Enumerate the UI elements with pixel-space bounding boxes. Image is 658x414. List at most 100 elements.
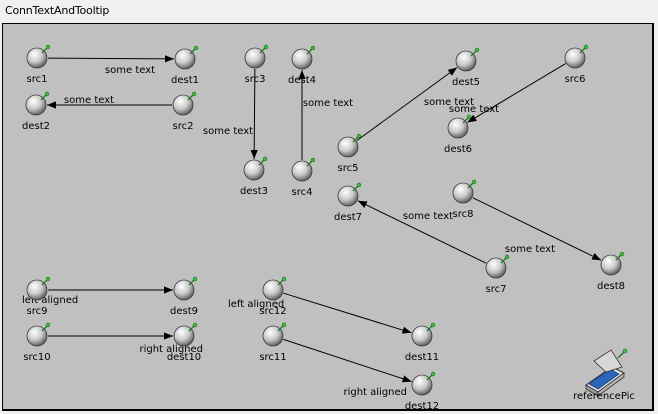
connection-src3-dest3[interactable]: some text bbox=[203, 68, 258, 160]
node-label: dest3 bbox=[240, 186, 268, 197]
connection-src1-dest1[interactable]: some text bbox=[47, 55, 175, 76]
node-dest2[interactable]: dest2 bbox=[22, 91, 50, 132]
pin-icon bbox=[426, 322, 436, 332]
node-src4[interactable]: src4 bbox=[292, 157, 316, 198]
node-dest6[interactable]: dest6 bbox=[444, 114, 472, 155]
node-src2[interactable]: src2 bbox=[173, 91, 197, 132]
connection-src11-dest12[interactable]: right aligned bbox=[283, 338, 412, 398]
node-dest4[interactable]: dest4 bbox=[288, 45, 316, 86]
connection-src5-dest5[interactable]: some text bbox=[356, 67, 474, 141]
pin-icon bbox=[615, 251, 625, 261]
reference-pic-label: referencePic bbox=[573, 391, 635, 402]
pin-icon bbox=[258, 156, 268, 166]
node-dest11[interactable]: dest11 bbox=[405, 322, 439, 363]
connection-line bbox=[472, 197, 602, 261]
connection-text: some text bbox=[303, 98, 353, 109]
node-src7[interactable]: src7 bbox=[486, 254, 510, 295]
node-label: dest5 bbox=[452, 77, 480, 88]
connection-line bbox=[47, 55, 175, 63]
pin-icon bbox=[41, 276, 51, 286]
node-label: dest8 bbox=[597, 281, 625, 292]
connection-src9-dest9[interactable]: left aligned bbox=[22, 286, 173, 306]
connection-text: some text bbox=[449, 104, 499, 115]
node-label: src8 bbox=[453, 209, 474, 220]
connection-text: some text bbox=[403, 211, 453, 222]
connection-text: some text bbox=[105, 65, 155, 76]
pin-icon bbox=[41, 44, 51, 54]
node-src1[interactable]: src1 bbox=[27, 44, 51, 85]
pin-icon bbox=[306, 157, 316, 167]
connection-line bbox=[356, 67, 458, 141]
node-label: dest10 bbox=[167, 352, 201, 363]
node-src8[interactable]: src8 bbox=[453, 179, 477, 220]
pin-icon bbox=[352, 182, 362, 192]
node-label: src12 bbox=[259, 306, 286, 317]
node-label: dest6 bbox=[444, 144, 472, 155]
pin-icon bbox=[617, 348, 628, 359]
node-label: src4 bbox=[292, 187, 313, 198]
connection-src2-dest2[interactable]: some text bbox=[47, 95, 172, 109]
pin-icon bbox=[189, 45, 199, 55]
node-src6[interactable]: src6 bbox=[565, 44, 589, 85]
node-label: dest12 bbox=[405, 401, 439, 412]
node-label: src2 bbox=[173, 121, 194, 132]
node-dest8[interactable]: dest8 bbox=[597, 251, 625, 292]
network-canvas[interactable] bbox=[2, 23, 654, 411]
pin-icon bbox=[40, 91, 50, 101]
node-dest12[interactable]: dest12 bbox=[405, 371, 439, 412]
pin-icon bbox=[467, 179, 477, 189]
connection-src6-dest6[interactable]: some text bbox=[449, 63, 566, 123]
connection-line bbox=[250, 68, 258, 160]
node-src9[interactable]: src9 bbox=[27, 276, 51, 317]
connection-text: right aligned bbox=[343, 387, 407, 398]
node-label: dest11 bbox=[405, 352, 439, 363]
node-label: src9 bbox=[27, 306, 48, 317]
connection-text: some text bbox=[64, 95, 114, 106]
node-src5[interactable]: src5 bbox=[338, 133, 362, 174]
node-dest7[interactable]: dest7 bbox=[334, 182, 362, 223]
node-dest9[interactable]: dest9 bbox=[170, 276, 198, 317]
connection-src4-dest4[interactable]: some text bbox=[298, 70, 353, 160]
connection-text: right aligned bbox=[139, 344, 203, 355]
node-label: src5 bbox=[338, 163, 359, 174]
connection-line bbox=[467, 63, 566, 123]
node-src10[interactable]: src10 bbox=[23, 322, 51, 363]
node-dest1[interactable]: dest1 bbox=[171, 45, 199, 86]
node-label: src11 bbox=[259, 352, 286, 363]
node-label: src1 bbox=[27, 74, 48, 85]
pin-icon bbox=[277, 276, 287, 286]
connection-text: some text bbox=[203, 126, 253, 137]
pin-icon bbox=[41, 322, 51, 332]
node-label: dest7 bbox=[334, 212, 362, 223]
pin-icon bbox=[500, 254, 510, 264]
pin-icon bbox=[259, 44, 269, 54]
window-title: ConnTextAndTooltip bbox=[5, 4, 110, 17]
node-label: src6 bbox=[565, 74, 586, 85]
node-label: src7 bbox=[486, 284, 507, 295]
scanner-icon bbox=[585, 349, 625, 397]
node-label: dest1 bbox=[171, 75, 199, 86]
connection-src12-dest11[interactable]: left aligned bbox=[228, 292, 412, 334]
connection-text: some text bbox=[505, 244, 555, 255]
connection-line bbox=[283, 292, 412, 334]
node-src12[interactable]: src12 bbox=[259, 276, 287, 317]
node-dest3[interactable]: dest3 bbox=[240, 156, 268, 197]
node-dest5[interactable]: dest5 bbox=[452, 47, 480, 88]
node-dest10[interactable]: dest10 bbox=[167, 322, 201, 363]
connection-src7-dest7[interactable]: some text bbox=[357, 200, 487, 264]
pin-icon bbox=[277, 322, 287, 332]
reference-pic[interactable]: referencePic bbox=[573, 348, 635, 402]
node-label: dest4 bbox=[288, 75, 316, 86]
pin-icon bbox=[306, 45, 316, 55]
node-src11[interactable]: src11 bbox=[259, 322, 287, 363]
connection-line bbox=[283, 338, 412, 383]
connection-text: left aligned bbox=[228, 299, 284, 310]
node-src3[interactable]: src3 bbox=[245, 44, 269, 85]
node-label: src3 bbox=[245, 74, 266, 85]
connection-src8-dest8[interactable]: some text bbox=[472, 197, 602, 261]
pin-icon bbox=[462, 114, 472, 124]
connection-src10-dest10[interactable]: right aligned bbox=[48, 332, 203, 355]
pin-icon bbox=[579, 44, 589, 54]
pin-icon bbox=[187, 91, 197, 101]
